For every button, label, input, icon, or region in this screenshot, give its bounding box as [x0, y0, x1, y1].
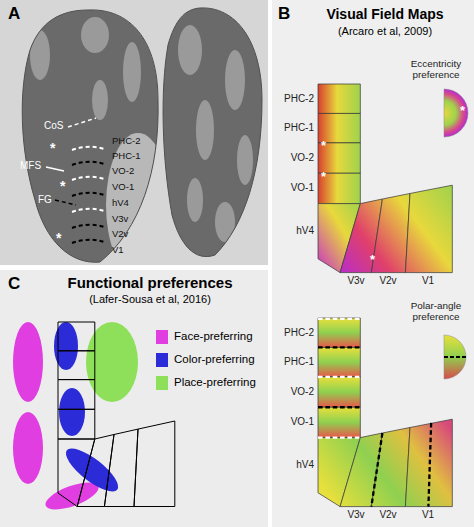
asterisk-mark: *: [56, 230, 61, 246]
sulcus-label: MFS: [20, 160, 41, 172]
eccentricity-map: [318, 84, 452, 273]
legend-text: Color-preferring: [174, 353, 255, 366]
meridian-line: [318, 319, 431, 507]
region-label: PHC-2: [284, 93, 314, 105]
map-region: [371, 427, 410, 506]
asterisk-mark: *: [370, 253, 375, 268]
asterisk-mark: *: [50, 140, 55, 156]
region-label: VO-2: [112, 166, 134, 177]
place-region: [86, 322, 138, 402]
legend-text: Face-preferring: [174, 330, 253, 343]
asterisk-mark: *: [321, 170, 326, 185]
panel-ground: [0, 270, 268, 527]
map-outline: [58, 322, 175, 507]
region-label: VO-2: [291, 152, 314, 164]
panel-citation: (Arcaro et al, 2009): [338, 25, 432, 38]
area-boundary: [72, 147, 104, 243]
polar-angle-map: [318, 318, 452, 507]
map-region: [405, 419, 452, 506]
face-region: [13, 412, 43, 484]
figure-panel: C Functional preferences (Lafer-Sousa et a…: [0, 270, 268, 527]
region-label: VO-1: [291, 416, 314, 428]
panel-letter: A: [8, 4, 20, 24]
map-region: [318, 347, 360, 376]
region-label: V3v: [347, 275, 364, 287]
legend-text: Place-preferring: [174, 376, 256, 389]
region-label: V1: [112, 245, 124, 256]
map-region: [318, 407, 360, 437]
region-label: VO-2: [291, 386, 314, 398]
preference-blobs: [13, 322, 138, 515]
polar-angle-icon: [444, 335, 466, 379]
asterisk-mark: *: [460, 104, 465, 119]
legend-swatch: [156, 376, 168, 390]
region-label: V1: [422, 509, 434, 521]
sulcus-leader: [46, 118, 96, 205]
brain-left: [22, 10, 170, 277]
region-label: V2v: [379, 509, 396, 521]
panel-letter: C: [8, 274, 20, 294]
region-label: V3v: [112, 214, 128, 225]
figure-panel: A: [0, 0, 268, 265]
region-label: hV4: [112, 198, 129, 209]
panel-title: Visual Field Maps: [326, 6, 443, 22]
panel-citation: (Lafer-Sousa et al, 2016): [89, 293, 211, 306]
preference-label: Polar-angle preference: [400, 300, 472, 323]
region-label: PHC-2: [284, 327, 314, 339]
meridian-line: [444, 356, 466, 358]
region-label: V2v: [112, 229, 128, 240]
cortex-surface: [163, 8, 262, 257]
brain-right: [163, 8, 262, 257]
region-label: PHC-1: [284, 122, 314, 134]
cortex-outline: [22, 10, 158, 262]
sulcus-label: CoS: [44, 120, 63, 132]
region-label: hV4: [296, 459, 314, 471]
legend-swatch: [156, 353, 168, 367]
sulcus-label: FG: [38, 194, 52, 206]
asterisk-mark: *: [60, 178, 65, 194]
map-region: [318, 377, 360, 407]
region-label: V1: [422, 275, 434, 287]
region-label: PHC-1: [284, 356, 314, 368]
region-label: V3v: [347, 509, 364, 521]
face-region: [13, 322, 43, 402]
preference-label: Eccentricity preference: [400, 58, 472, 81]
panel-ground: [272, 0, 474, 527]
sulcus-pattern: [178, 25, 253, 242]
region-label: VO-1: [291, 182, 314, 194]
region-label: VO-1: [112, 182, 134, 193]
asterisk-mark: *: [321, 139, 326, 154]
region-label: hV4: [296, 225, 314, 237]
map-region: [371, 193, 410, 272]
map-region: [318, 84, 360, 113]
sulcus-pattern: [28, 17, 170, 277]
region-label: PHC-2: [112, 136, 141, 147]
panel-letter: B: [278, 4, 290, 24]
cortex-surface: [22, 10, 158, 262]
panel-title: Functional preferences: [67, 274, 232, 291]
panel-ground: [0, 0, 268, 265]
eccentricity-icon: [444, 89, 468, 137]
legend-swatch: [156, 330, 168, 344]
cortex-outline: [163, 8, 262, 257]
map-region: [405, 185, 452, 272]
region-label: V2v: [379, 275, 396, 287]
region-label: PHC-1: [112, 151, 141, 162]
color-region: [59, 388, 85, 436]
map-region: [318, 318, 360, 347]
